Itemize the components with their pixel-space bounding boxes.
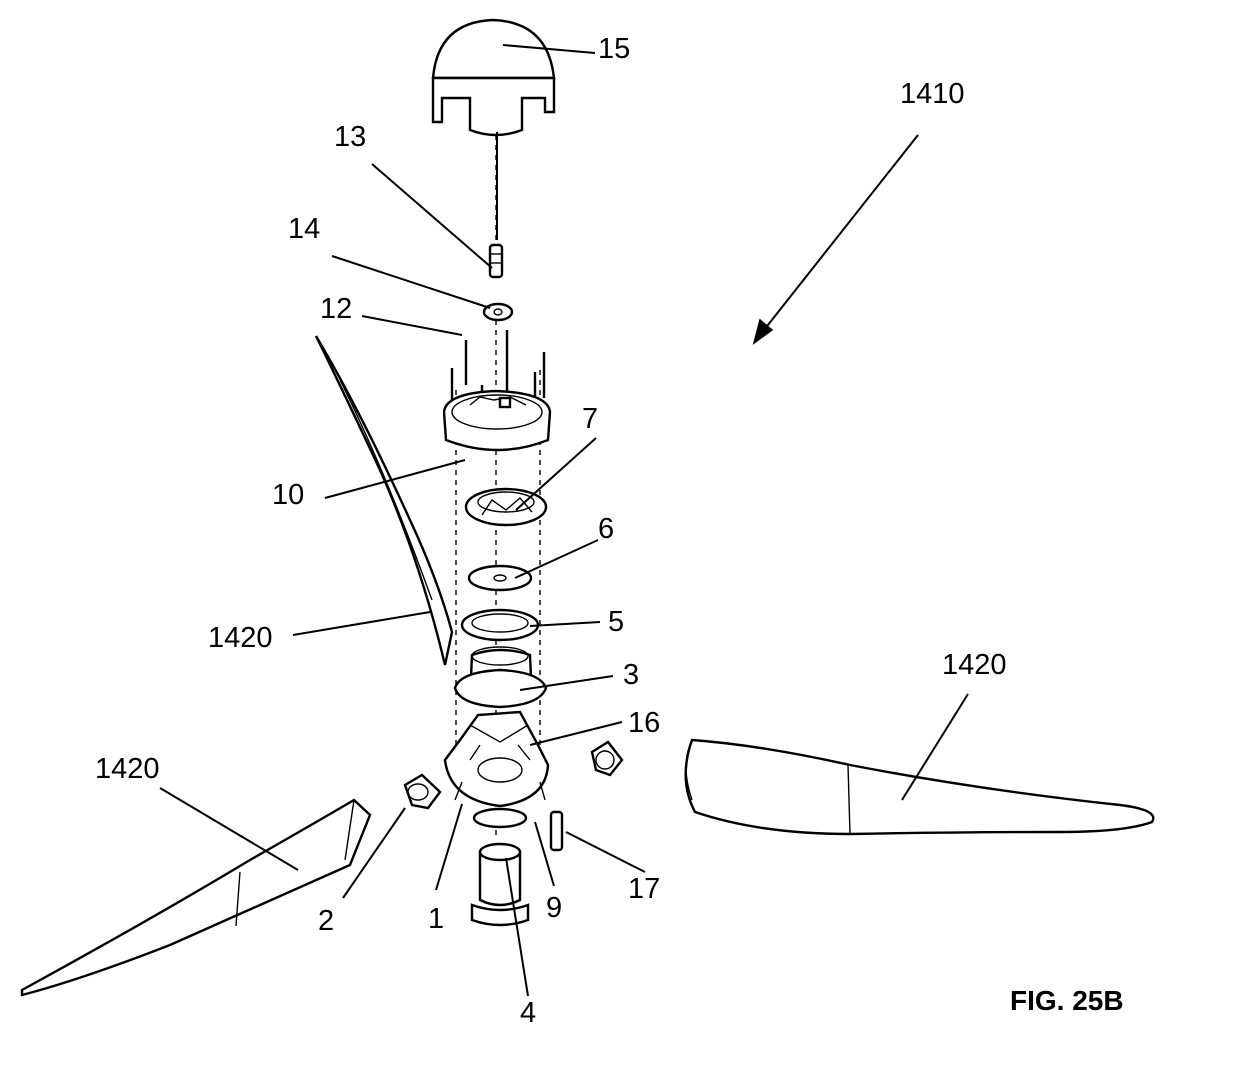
label-15: 15 — [598, 33, 630, 65]
key-17 — [551, 812, 562, 850]
blade-lower-left — [22, 800, 370, 995]
label-10: 10 — [272, 479, 304, 511]
bushing-16 — [592, 742, 622, 775]
label-1: 1 — [428, 903, 444, 935]
spinner-cap — [433, 20, 554, 135]
shaft-sleeve — [472, 844, 528, 925]
label-1420-right: 1420 — [942, 649, 1007, 681]
label-14: 14 — [288, 213, 320, 245]
bushing-3 — [455, 647, 546, 707]
label-7: 7 — [582, 403, 598, 435]
label-12: 12 — [320, 293, 352, 325]
bearing-5 — [462, 610, 538, 640]
label-17: 17 — [628, 873, 660, 905]
figure-title: FIG. 25B — [1010, 985, 1124, 1016]
label-9: 9 — [546, 892, 562, 924]
label-1420-upper: 1420 — [208, 622, 273, 654]
label-16: 16 — [628, 707, 660, 739]
hub-body — [445, 712, 548, 806]
label-2: 2 — [318, 905, 334, 937]
label-1420-lower: 1420 — [95, 753, 160, 785]
label-5: 5 — [608, 606, 624, 638]
label-13: 13 — [334, 121, 366, 153]
blade-upper-left — [316, 336, 452, 665]
blade-right — [686, 740, 1154, 834]
center-bolt — [490, 245, 502, 277]
bushing-2 — [405, 775, 440, 808]
clamp-ring — [444, 391, 550, 450]
ring-9 — [474, 809, 526, 827]
disc-6 — [469, 566, 531, 590]
label-4: 4 — [520, 997, 536, 1029]
assembly-arrow — [754, 135, 918, 343]
label-1410: 1410 — [900, 78, 965, 110]
label-6: 6 — [598, 513, 614, 545]
label-3: 3 — [623, 659, 639, 691]
